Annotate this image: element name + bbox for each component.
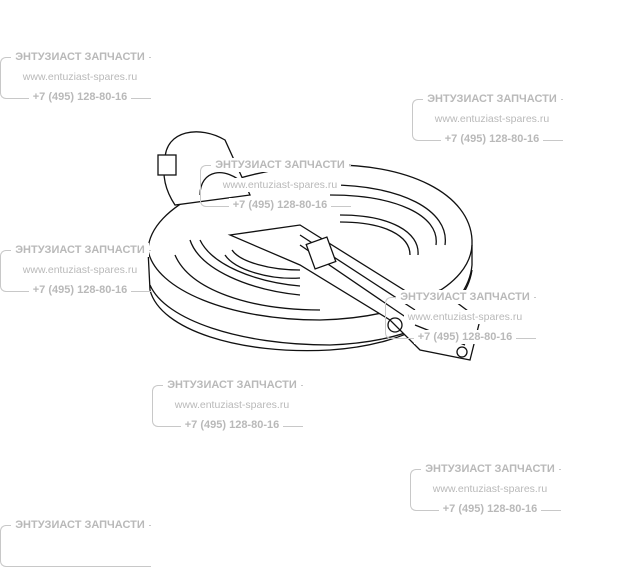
watermark-phone: +7 (495) 128-80-16 — [28, 90, 132, 104]
watermark-website: www.entuziast-spares.ru — [18, 70, 142, 84]
watermark: ЭНТУЗИАСТ ЗАПЧАСТИ www.entuziast-spares.r… — [200, 158, 360, 212]
watermark-phone: +7 (495) 128-80-16 — [228, 198, 332, 212]
guard-slot-1 — [189, 239, 301, 296]
watermark-website: www.entuziast-spares.ru — [428, 482, 552, 496]
watermark-company: ЭНТУЗИАСТ ЗАПЧАСТИ — [396, 290, 534, 304]
watermark-website: www.entuziast-spares.ru — [403, 310, 527, 324]
guard-rib-inner — [174, 254, 321, 311]
watermark: ЭНТУЗИАСТ ЗАПЧАСТИ www.entuziast-spares.r… — [152, 378, 312, 432]
watermark-company: ЭНТУЗИАСТ ЗАПЧАСТИ — [211, 158, 349, 172]
watermark-phone: +7 (495) 128-80-16 — [440, 132, 544, 146]
watermark-company: ЭНТУЗИАСТ ЗАПЧАСТИ — [163, 378, 301, 392]
watermark: ЭНТУЗИАСТ ЗАПЧАСТИ — [0, 518, 160, 567]
watermark-phone: +7 (495) 128-80-16 — [28, 283, 132, 297]
end-bolt — [456, 346, 468, 358]
watermark-website: www.entuziast-spares.ru — [18, 263, 142, 277]
watermark-phone: +7 (495) 128-80-16 — [180, 418, 284, 432]
watermark-company: ЭНТУЗИАСТ ЗАПЧАСТИ — [11, 518, 149, 532]
watermark: ЭНТУЗИАСТ ЗАПЧАСТИ www.entuziast-spares.r… — [412, 92, 572, 146]
watermark: ЭНТУЗИАСТ ЗАПЧАСТИ www.entuziast-spares.r… — [385, 290, 545, 344]
watermark-company: ЭНТУЗИАСТ ЗАПЧАСТИ — [11, 50, 149, 64]
watermark-company: ЭНТУЗИАСТ ЗАПЧАСТИ — [423, 92, 561, 106]
port-clip — [157, 154, 177, 176]
guard-slot-3 — [329, 184, 446, 246]
watermark: ЭНТУЗИАСТ ЗАПЧАСТИ www.entuziast-spares.r… — [0, 243, 160, 297]
watermark-website: www.entuziast-spares.ru — [170, 398, 294, 412]
watermark-company: ЭНТУЗИАСТ ЗАПЧАСТИ — [11, 243, 149, 257]
guard-top-rim — [147, 244, 473, 321]
center-hub — [305, 236, 337, 270]
watermark: ЭНТУЗИАСТ ЗАПЧАСТИ www.entuziast-spares.r… — [410, 462, 570, 516]
watermark-company: ЭНТУЗИАСТ ЗАПЧАСТИ — [421, 462, 559, 476]
guard-slot-4 — [339, 214, 419, 256]
pivot-bolt — [387, 317, 403, 333]
watermark-phone: +7 (495) 128-80-16 — [438, 502, 542, 516]
watermark: ЭНТУЗИАСТ ЗАПЧАСТИ www.entuziast-spares.r… — [0, 50, 160, 104]
watermark-phone: +7 (495) 128-80-16 — [413, 330, 517, 344]
watermark-website: www.entuziast-spares.ru — [430, 112, 554, 126]
guard-slot-2 — [224, 249, 301, 279]
watermark-website: www.entuziast-spares.ru — [218, 178, 342, 192]
